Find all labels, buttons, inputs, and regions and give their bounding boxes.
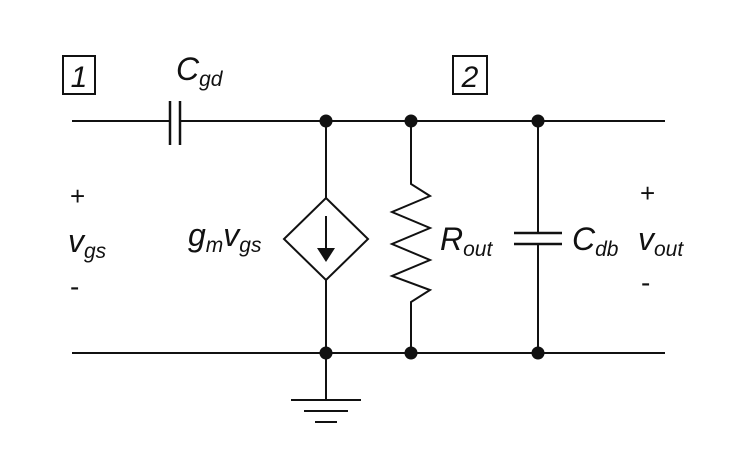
junction-dots <box>319 114 545 360</box>
vgs-minus: - <box>70 271 79 302</box>
node-1-box: 1 <box>62 55 96 95</box>
junction-dot-icon <box>531 114 545 128</box>
rout-label: Rout <box>440 221 493 261</box>
junction-dot-icon <box>404 114 418 128</box>
cgd-label: Cgd <box>176 51 224 91</box>
vout-minus: - <box>641 267 650 298</box>
gm-vgs-label: gmvgs <box>188 217 262 257</box>
vgs-plus: + <box>70 181 85 211</box>
junction-dot-icon <box>319 346 333 360</box>
node-2-label: 2 <box>461 61 479 94</box>
resistor-icon <box>389 121 433 353</box>
node-2-box: 2 <box>452 55 488 95</box>
vout-label: vout <box>638 221 684 261</box>
capacitor-icon <box>168 101 182 145</box>
cdb-capacitor-icon <box>514 231 562 246</box>
vout-plus: + <box>640 178 655 208</box>
dependent-current-source-icon <box>282 196 370 282</box>
junction-dot-icon <box>319 114 333 128</box>
node-1-label: 1 <box>71 61 88 94</box>
junction-dot-icon <box>404 346 418 360</box>
vgs-label: vgs <box>68 223 107 263</box>
ground-icon <box>291 353 361 423</box>
cdb-label: Cdb <box>572 221 619 261</box>
junction-dot-icon <box>531 346 545 360</box>
